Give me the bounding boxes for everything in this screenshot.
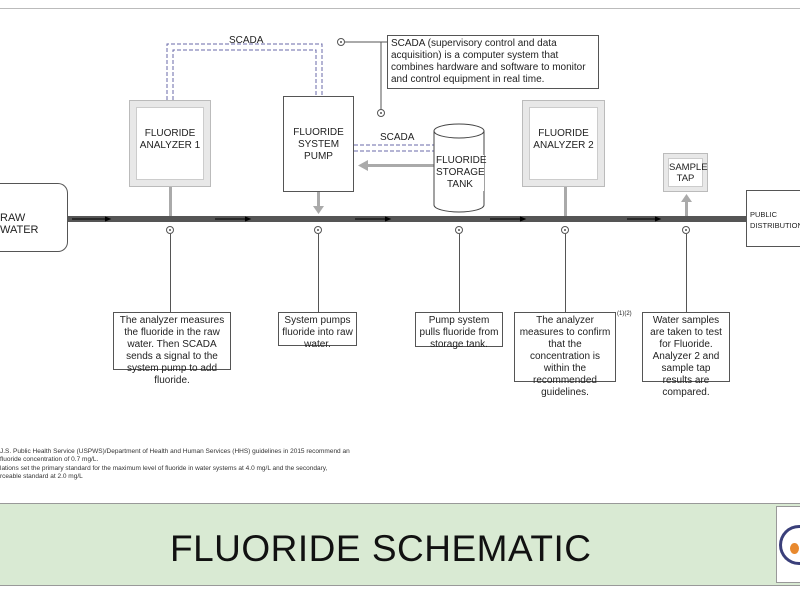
fluoride-analyzer-1: FLUORIDE ANALYZER 1 bbox=[129, 100, 211, 187]
footnote-2: lations set the primary standard for the… bbox=[0, 465, 328, 472]
marker-pump bbox=[314, 226, 322, 234]
storage-tank-label: FLUORIDE STORAGE TANK bbox=[436, 155, 487, 191]
fluoride-system-pump: FLUORIDE SYSTEM PUMP bbox=[283, 96, 354, 192]
analyzer1-feed bbox=[169, 180, 172, 216]
marker-analyzer1 bbox=[166, 226, 174, 234]
analyzer2-label: FLUORIDE ANALYZER 2 bbox=[529, 107, 598, 180]
marker-tank bbox=[455, 226, 463, 234]
footnote-2b: rceable standard at 2.0 mg/L bbox=[0, 473, 83, 480]
main-pipe bbox=[68, 216, 746, 222]
note-tank: Pump system pulls fluoride from storage … bbox=[415, 312, 503, 350]
analyzer1-label: FLUORIDE ANALYZER 1 bbox=[136, 107, 204, 180]
footnote-ref: (1)(2) bbox=[617, 311, 632, 317]
marker-analyzer2 bbox=[561, 226, 569, 234]
sample-tap: SAMPLE TAP bbox=[663, 153, 708, 192]
tank-return bbox=[365, 164, 435, 167]
scada-loop-line bbox=[166, 43, 436, 152]
footnote-1: J.S. Public Health Service (USPWS)/Depar… bbox=[0, 448, 350, 455]
footnote-1b: fluoride concentration of 0.7 mg/L. bbox=[0, 456, 99, 463]
title-banner: FLUORIDE SCHEMATIC bbox=[0, 503, 800, 586]
top-rule bbox=[0, 8, 800, 9]
flow-arrows bbox=[72, 216, 662, 222]
marker-tap bbox=[682, 226, 690, 234]
public-distribution-box: PUBLIC DISTRIBUTION bbox=[746, 190, 800, 247]
analyzer2-feed bbox=[564, 187, 567, 216]
seal-logo bbox=[776, 506, 800, 583]
scada-note: SCADA (supervisory control and data acqu… bbox=[387, 35, 599, 89]
note-pump: System pumps fluoride into raw water. bbox=[278, 312, 357, 350]
note-analyzer1: The analyzer measures the fluoride in th… bbox=[113, 312, 231, 386]
pump-feed bbox=[317, 192, 320, 208]
schematic-lines bbox=[68, 41, 746, 222]
fluoride-analyzer-2: FLUORIDE ANALYZER 2 bbox=[522, 100, 605, 187]
page-title: FLUORIDE SCHEMATIC bbox=[170, 528, 592, 569]
scada-marker-2 bbox=[377, 109, 385, 117]
tap-feed bbox=[685, 200, 688, 216]
scada-label-top: SCADA bbox=[229, 35, 264, 46]
scada-marker bbox=[337, 38, 345, 46]
scada-label-mid: SCADA bbox=[380, 132, 415, 143]
note-tap: Water samples are taken to test for Fluo… bbox=[642, 312, 730, 398]
note-analyzer2: The analyzer measures to confirm that th… bbox=[514, 312, 616, 398]
raw-water-box: RAW WATER bbox=[0, 183, 68, 252]
sample-tap-label: SAMPLE TAP bbox=[668, 158, 708, 187]
